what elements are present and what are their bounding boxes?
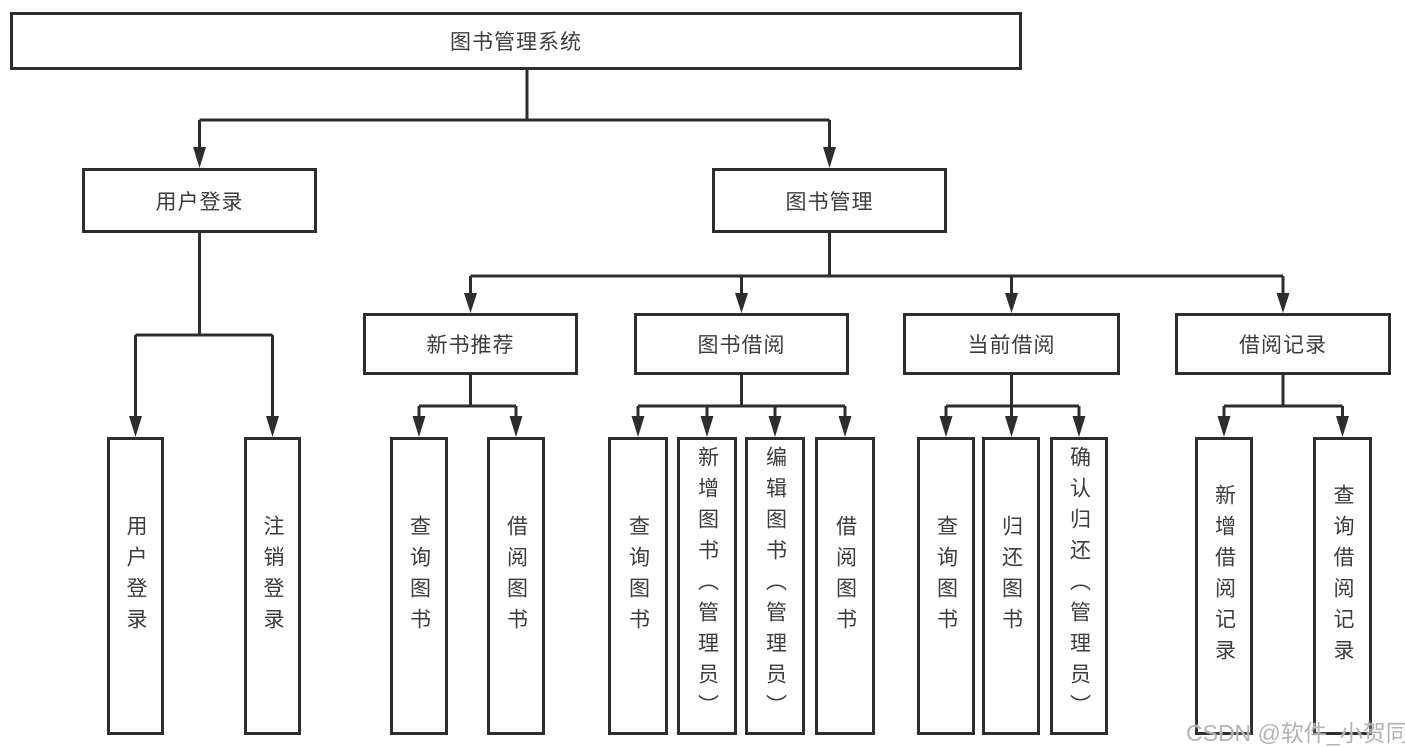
leaf-return-books-label: 归还图书: [999, 515, 1023, 639]
leaf-borrow-query-books-label: 查询图书: [626, 515, 650, 639]
leaf-add-borrow-record: 新增借阅记录: [1195, 437, 1253, 735]
leaf-add-books-admin: 新增图书（管理员）: [677, 437, 737, 735]
node-book-manage-label: 图书管理: [785, 190, 874, 214]
connector-records-to-children: [1217, 375, 1349, 437]
node-borrow-records-label: 借阅记录: [1239, 334, 1327, 357]
connector-current-to-children: [939, 375, 1086, 437]
leaf-logout-action: 注销登录: [244, 437, 301, 735]
leaf-query-borrow-record: 查询借阅记录: [1313, 437, 1372, 735]
leaf-edit-books-admin: 编辑图书（管理员）: [745, 437, 805, 735]
leaf-logout-action-label: 注销登录: [261, 515, 284, 639]
node-borrow-records: 借阅记录: [1175, 313, 1391, 375]
leaf-recommend-query-books-label: 查询图书: [407, 515, 431, 639]
node-root-library-system: 图书管理系统: [10, 12, 1022, 70]
connector-manage-to-level3: [464, 233, 1290, 313]
leaf-user-login-action-label: 用户登录: [124, 515, 147, 639]
leaf-current-query-books: 查询图书: [917, 437, 975, 735]
connector-recommend-to-children: [412, 375, 523, 437]
leaf-confirm-return-admin-label: 确认归还（管理员）: [1067, 446, 1091, 725]
leaf-current-query-books-label: 查询图书: [934, 515, 958, 639]
leaf-add-borrow-record-label: 新增借阅记录: [1212, 484, 1236, 670]
node-user-login-label: 用户登录: [155, 190, 244, 214]
leaf-borrow-borrow-books: 借阅图书: [815, 437, 875, 735]
leaf-query-borrow-record-label: 查询借阅记录: [1331, 484, 1354, 670]
leaf-edit-books-admin-label: 编辑图书（管理员）: [763, 446, 787, 725]
node-book-borrow-label: 图书借阅: [697, 334, 786, 357]
leaf-user-login-action: 用户登录: [107, 437, 164, 735]
leaf-recommend-query-books: 查询图书: [390, 437, 448, 735]
leaf-return-books: 归还图书: [982, 437, 1040, 735]
connector-borrow-to-children: [631, 375, 852, 437]
csdn-watermark: CSDN @软件_小贺同学: [1186, 720, 1405, 746]
node-book-borrow: 图书借阅: [634, 313, 849, 375]
leaf-recommend-borrow-books-label: 借阅图书: [504, 515, 528, 639]
node-current-borrow: 当前借阅: [903, 313, 1120, 375]
node-new-book-recommend: 新书推荐: [363, 313, 578, 375]
node-new-book-recommend-label: 新书推荐: [426, 334, 515, 357]
connector-root-to-level2: [193, 70, 836, 168]
node-current-borrow-label: 当前借阅: [967, 334, 1056, 357]
leaf-borrow-borrow-books-label: 借阅图书: [833, 515, 857, 639]
leaf-add-books-admin-label: 新增图书（管理员）: [695, 446, 719, 725]
leaf-recommend-borrow-books: 借阅图书: [487, 437, 545, 735]
node-root-label: 图书管理系统: [450, 31, 582, 54]
leaf-borrow-query-books: 查询图书: [608, 437, 668, 735]
connector-login-to-children: [129, 233, 279, 437]
node-user-login: 用户登录: [82, 168, 317, 233]
leaf-confirm-return-admin: 确认归还（管理员）: [1050, 437, 1108, 735]
node-book-manage: 图书管理: [712, 168, 947, 233]
